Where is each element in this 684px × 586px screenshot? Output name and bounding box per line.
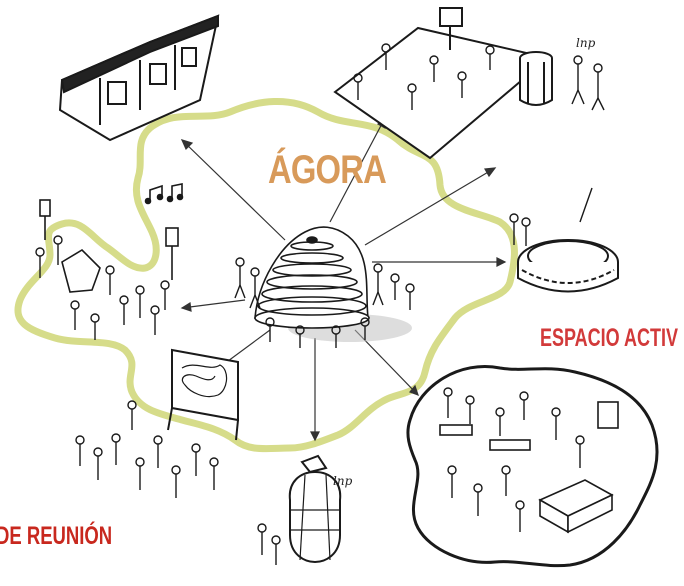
crowd-workshop xyxy=(443,387,585,532)
crowd-dome xyxy=(234,257,415,348)
building-icon xyxy=(58,14,220,142)
projection-stage-icon xyxy=(167,348,239,441)
crowd-stage xyxy=(75,400,219,498)
crowd-pod xyxy=(257,523,281,565)
workshop-outline xyxy=(406,365,659,568)
arena-icon xyxy=(517,239,619,293)
agora-outline xyxy=(14,98,518,453)
agora-dome-icon xyxy=(254,226,412,342)
sketch-tag-bottom: lnp xyxy=(333,474,353,488)
crowd-music xyxy=(35,235,170,340)
glass-pod-icon xyxy=(288,454,342,564)
agora-title: ÁGORA xyxy=(268,148,387,192)
crowd-field xyxy=(353,43,605,111)
reunion-label: DE REUNIÓN xyxy=(0,522,113,550)
music-icon xyxy=(39,183,184,293)
sketch-tag-top: lnp xyxy=(576,36,596,50)
espacio-activo-label: ESPACIO ACTIV xyxy=(540,324,679,352)
workshop-icon xyxy=(439,401,619,534)
crowd-arena xyxy=(509,187,593,246)
sports-field-icon xyxy=(333,7,553,160)
